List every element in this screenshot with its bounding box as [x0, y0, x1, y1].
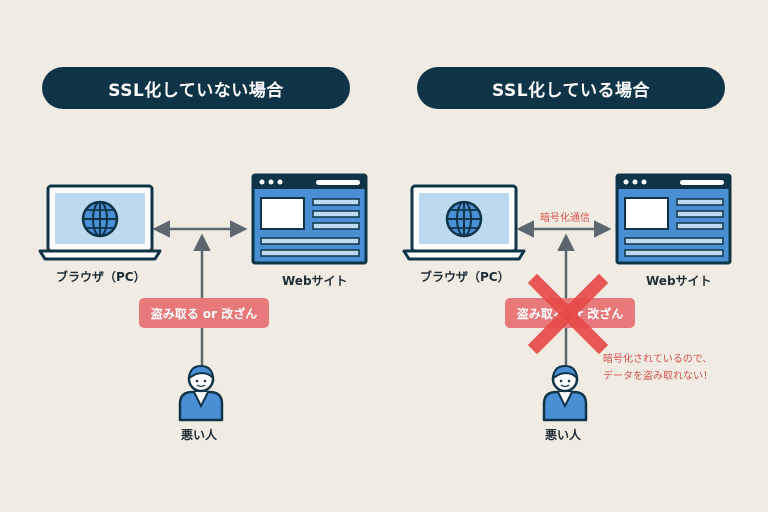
browser-label: ブラウザ（PC）: [420, 270, 510, 284]
right-panel-title: SSL化している場合: [417, 67, 725, 109]
browser-window-icon: [251, 173, 368, 265]
note-line-1: 暗号化されているので、: [603, 354, 713, 365]
person-icon: [178, 364, 224, 422]
website-label: Webサイト: [646, 274, 712, 288]
attacker-label: 悪い人: [181, 428, 218, 442]
globe-icon: [445, 200, 483, 238]
attacker-label: 悪い人: [545, 428, 582, 442]
cross-icon: [527, 273, 609, 355]
encryption-note: 暗号化されているので、 データを盗み取れない！: [603, 351, 713, 385]
website-label: Webサイト: [282, 274, 348, 288]
person-icon: [542, 364, 588, 422]
left-panel-title: SSL化していない場合: [42, 67, 350, 109]
browser-label: ブラウザ（PC）: [56, 270, 146, 284]
encrypted-communication-label: 暗号化通信: [540, 213, 590, 224]
attack-tag: 盗み取る or 改ざん: [139, 298, 269, 328]
note-line-2: データを盗み取れない！: [603, 371, 713, 382]
browser-window-icon: [615, 173, 732, 265]
globe-icon: [81, 200, 119, 238]
